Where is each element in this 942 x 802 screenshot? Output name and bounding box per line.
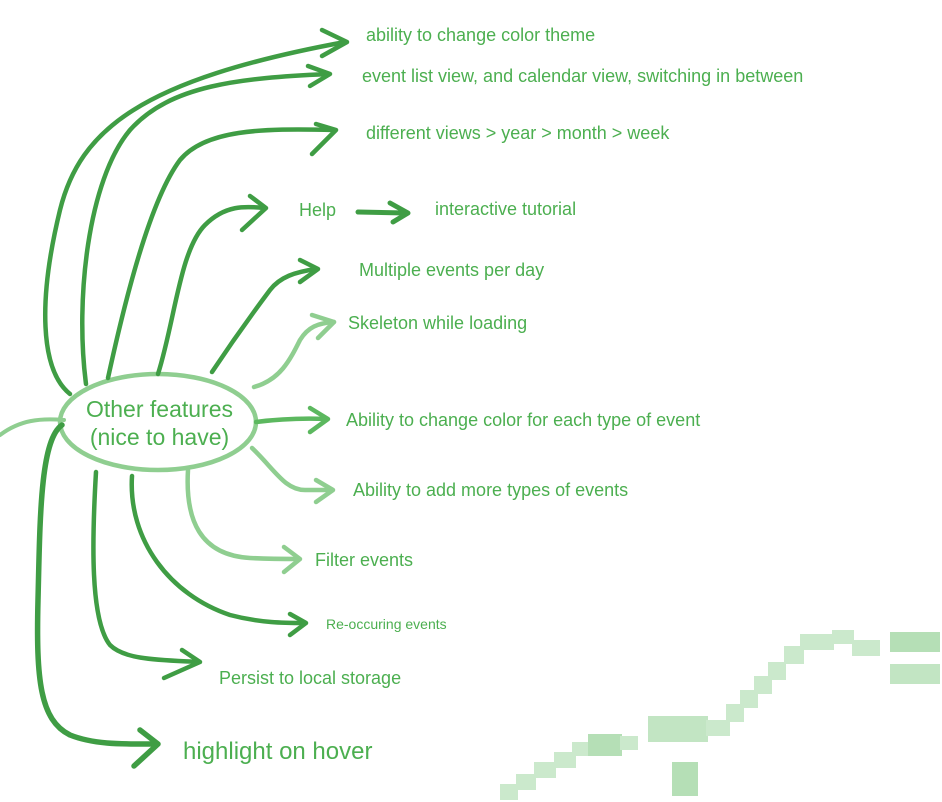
hub-label: Other features (nice to have) <box>62 395 257 451</box>
connector-hover <box>34 422 158 747</box>
feature-hover: highlight on hover <box>183 738 373 765</box>
feature-add-types: Ability to add more types of events <box>353 480 629 500</box>
connector-multiple-events <box>209 266 319 375</box>
arrowhead-event-color <box>307 405 331 435</box>
feature-event-color: Ability to change color for each type of… <box>346 410 701 430</box>
arrowhead-list-calendar <box>305 63 333 89</box>
arrowhead-recurring <box>287 611 309 638</box>
arrowhead-add-types <box>313 477 336 505</box>
connector-add-types <box>249 445 334 493</box>
arrowhead-help-tutorial <box>387 200 411 225</box>
feature-list-calendar: event list view, and calendar view, swit… <box>362 66 804 86</box>
feature-persist: Persist to local storage <box>219 668 402 688</box>
connector-help <box>155 204 267 377</box>
feature-color-theme: ability to change color theme <box>366 25 596 45</box>
arrowhead-views <box>309 121 339 157</box>
connector-help-tutorial <box>355 209 409 216</box>
feature-multiple-events: Multiple events per day <box>359 260 545 280</box>
arrowhead-hover <box>131 727 161 769</box>
feature-help: Help <box>299 200 337 220</box>
connector-views <box>105 127 337 381</box>
connector-persist <box>91 469 201 665</box>
arrowhead-help <box>239 193 269 233</box>
feature-recurring: Re-occuring events <box>326 616 447 632</box>
arrowhead-filter <box>281 544 303 575</box>
feature-filter: Filter events <box>315 550 414 570</box>
connector-recurring <box>129 473 307 626</box>
connector-list-calendar <box>80 71 331 387</box>
connector-color-theme <box>43 39 348 397</box>
arrowhead-color-theme <box>319 27 350 59</box>
hub-label-line2: (nice to have) <box>89 424 230 450</box>
feature-tutorial: interactive tutorial <box>435 199 577 219</box>
connector-skeleton <box>251 319 337 390</box>
arrowhead-multiple-events <box>297 257 321 285</box>
connector-filter <box>185 467 301 562</box>
feature-skeleton: Skeleton while loading <box>348 313 528 333</box>
arrowhead-persist <box>161 647 203 681</box>
hub-label-line1: Other features <box>85 396 234 422</box>
feature-views: different views > year > month > week <box>366 123 670 143</box>
arrowhead-skeleton <box>309 312 337 341</box>
connector-left-stub <box>0 417 66 437</box>
connector-event-color <box>253 416 329 425</box>
